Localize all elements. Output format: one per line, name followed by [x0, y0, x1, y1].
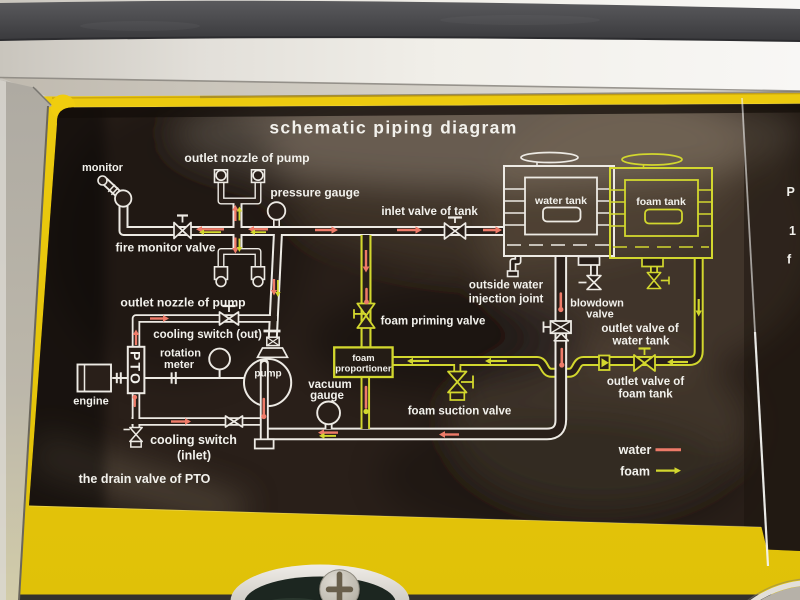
svg-text:outlet nozzle of pump: outlet nozzle of pump [184, 151, 309, 165]
svg-text:foam tank: foam tank [618, 389, 673, 401]
svg-text:outlet valve of: outlet valve of [601, 323, 678, 335]
svg-text:injection joint: injection joint [469, 294, 544, 306]
svg-text:water: water [618, 443, 652, 457]
svg-text:(inlet): (inlet) [177, 449, 211, 463]
svg-text:outside water: outside water [469, 280, 544, 292]
svg-text:foam: foam [620, 465, 650, 479]
svg-text:cooling switch (out): cooling switch (out) [153, 329, 262, 341]
svg-text:f: f [787, 253, 792, 267]
svg-text:foam: foam [352, 352, 374, 363]
svg-text:blowdown: blowdown [570, 298, 624, 310]
svg-text:pump: pump [254, 369, 281, 380]
svg-text:monitor: monitor [82, 162, 124, 174]
svg-text:rotation: rotation [160, 348, 201, 360]
svg-text:engine: engine [73, 396, 108, 408]
svg-text:the drain valve of PTO: the drain valve of PTO [79, 472, 211, 486]
svg-text:meter: meter [164, 359, 195, 371]
svg-text:pressure gauge: pressure gauge [270, 186, 360, 200]
svg-text:foam priming valve: foam priming valve [381, 316, 486, 328]
svg-text:1: 1 [789, 224, 796, 238]
svg-text:outlet valve of: outlet valve of [607, 376, 684, 388]
svg-text:foam tank: foam tank [636, 196, 686, 208]
svg-text:foam suction valve: foam suction valve [408, 406, 512, 418]
svg-text:inlet valve of tank: inlet valve of tank [381, 206, 478, 218]
svg-text:cooling switch: cooling switch [150, 433, 237, 447]
svg-text:PTO: PTO [128, 351, 144, 386]
svg-text:vacuum: vacuum [308, 379, 351, 391]
svg-text:P: P [787, 185, 795, 199]
svg-text:water tank: water tank [612, 336, 670, 348]
svg-text:proportioner: proportioner [335, 363, 392, 374]
svg-text:gauge: gauge [310, 390, 344, 402]
svg-text:water tank: water tank [534, 195, 587, 207]
svg-text:outlet nozzle of pump: outlet nozzle of pump [120, 296, 245, 310]
svg-text:valve: valve [586, 309, 614, 321]
svg-text:schematic piping diagram: schematic piping diagram [269, 118, 517, 138]
svg-text:fire monitor valve: fire monitor valve [115, 241, 215, 255]
